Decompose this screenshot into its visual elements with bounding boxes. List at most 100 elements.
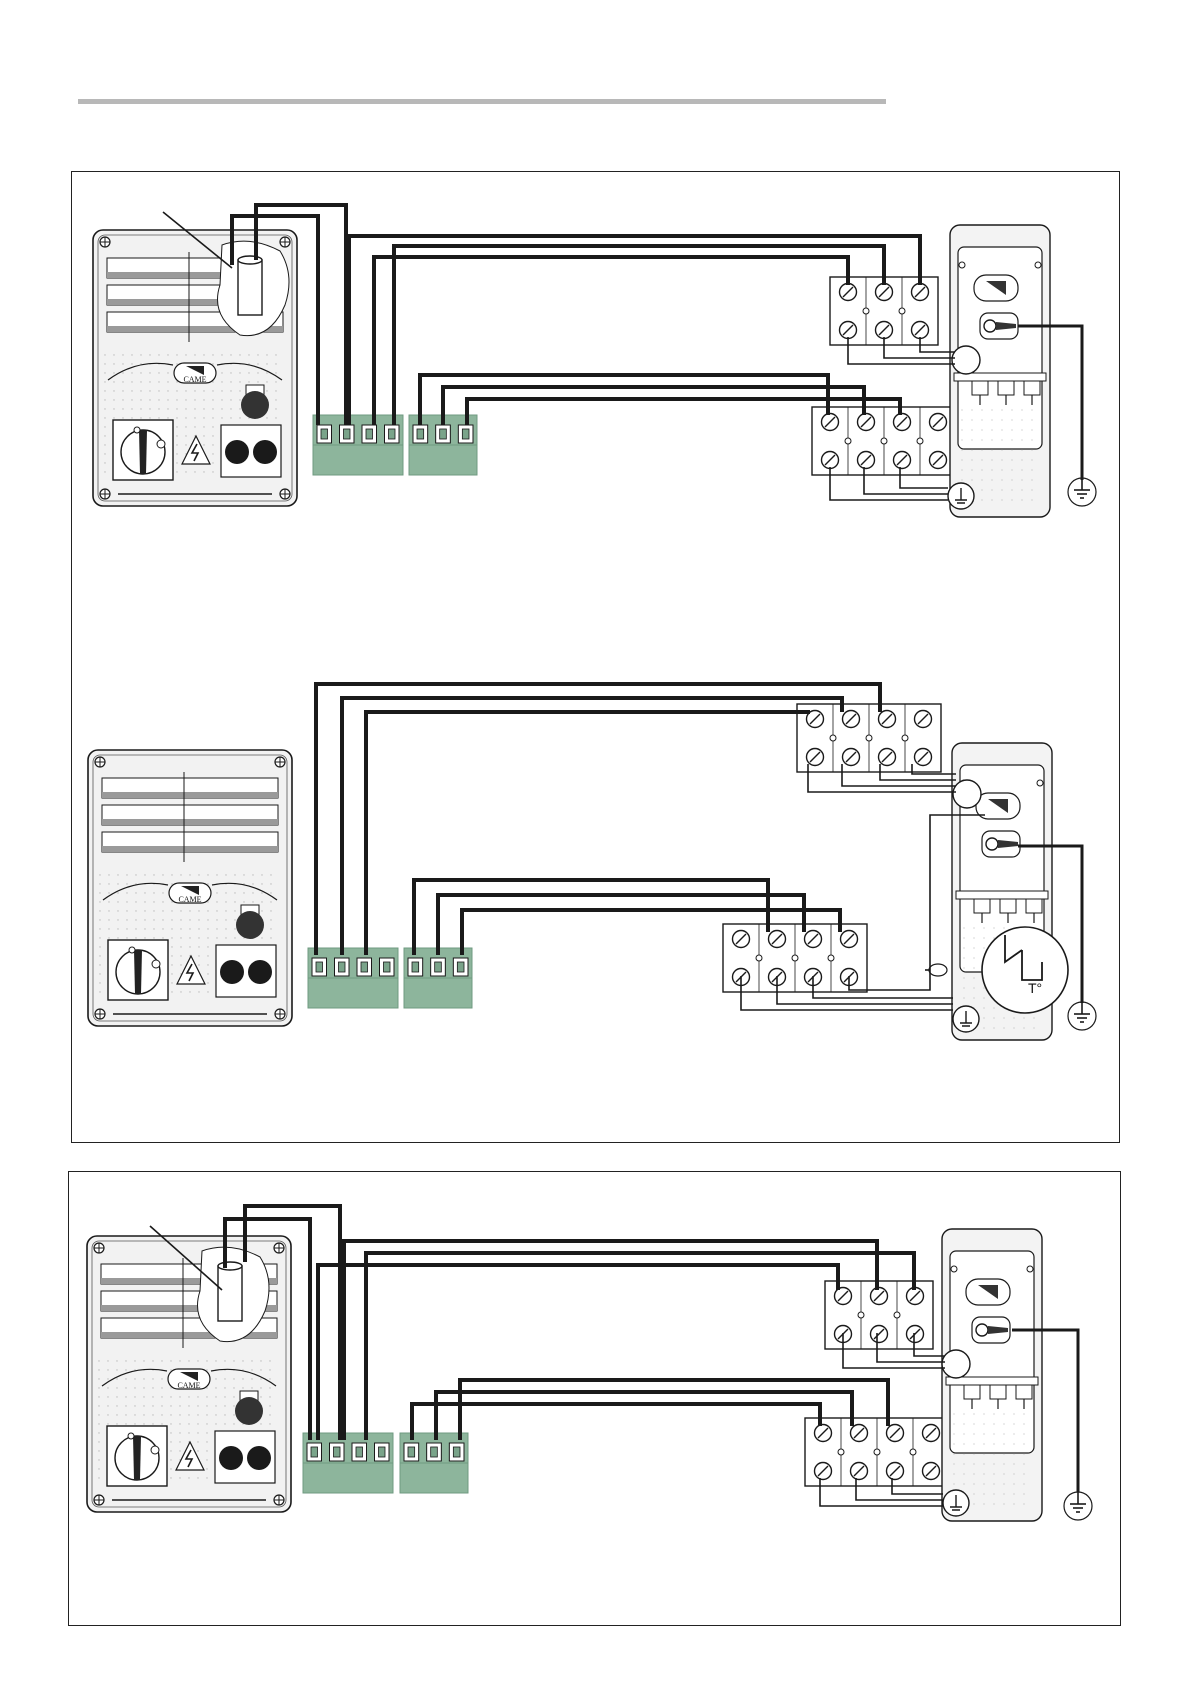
texture-dot: [189, 946, 190, 947]
texture-dot: [152, 1405, 153, 1406]
panel-slot-shadow: [102, 846, 278, 852]
texture-dot: [198, 964, 199, 965]
texture-dot: [206, 1441, 207, 1442]
texture-dot: [98, 1378, 99, 1379]
texture-dot: [224, 1423, 225, 1424]
texture-dot: [108, 919, 109, 920]
texture-dot: [179, 1450, 180, 1451]
terminal-clamp: [412, 962, 419, 972]
texture-dot: [99, 946, 100, 947]
texture-dot: [983, 1503, 984, 1504]
texture-dot: [198, 928, 199, 929]
texture-dot: [1031, 499, 1032, 500]
texture-dot: [149, 381, 150, 382]
texture-dot: [180, 910, 181, 911]
texture-dot: [152, 1396, 153, 1397]
texture-dot: [134, 1405, 135, 1406]
texture-dot: [179, 1441, 180, 1442]
terminal-clamp: [462, 429, 469, 439]
texture-dot: [185, 417, 186, 418]
texture-dot: [981, 439, 982, 440]
texture-dot: [140, 372, 141, 373]
texture-dot: [126, 919, 127, 920]
texture-dot: [108, 874, 109, 875]
terminal-clamp: [440, 429, 447, 439]
texture-dot: [1021, 439, 1022, 440]
texture-dot: [99, 955, 100, 956]
terminal-board-hole: [899, 308, 905, 314]
terminal-strip: [303, 1433, 393, 1493]
texture-dot: [225, 937, 226, 938]
screw-terminal-icon: [841, 931, 858, 948]
screw-terminal-icon: [840, 322, 857, 339]
texture-dot: [1023, 1443, 1024, 1444]
texture-dot: [185, 390, 186, 391]
texture-dot: [207, 937, 208, 938]
texture-dot: [269, 1369, 270, 1370]
texture-dot: [167, 408, 168, 409]
texture-dot: [104, 426, 105, 427]
texture-dot: [216, 928, 217, 929]
texture-dot: [149, 417, 150, 418]
texture-dot: [143, 1396, 144, 1397]
texture-dot: [981, 479, 982, 480]
texture-dot: [239, 354, 240, 355]
texture-dot: [98, 1423, 99, 1424]
texture-dot: [991, 419, 992, 420]
ground-connector-icon: [953, 1006, 979, 1032]
texture-dot: [206, 1468, 207, 1469]
texture-dot: [1031, 479, 1032, 480]
texture-dot: [963, 927, 964, 928]
motor-terminal-board: [812, 407, 956, 475]
texture-dot: [194, 426, 195, 427]
texture-dot: [152, 1414, 153, 1415]
texture-dot: [149, 354, 150, 355]
screw-terminal-icon: [879, 711, 896, 728]
texture-dot: [983, 937, 984, 938]
texture-dot: [212, 426, 213, 427]
texture-dot: [973, 957, 974, 958]
texture-dot: [104, 363, 105, 364]
texture-dot: [991, 489, 992, 490]
thermal-switch-icon: T°: [982, 927, 1068, 1013]
texture-dot: [176, 453, 177, 454]
texture-dot: [176, 462, 177, 463]
texture-dot: [260, 1378, 261, 1379]
texture-dot: [216, 919, 217, 920]
texture-dot: [275, 363, 276, 364]
screw-terminal-icon: [805, 931, 822, 948]
texture-dot: [176, 444, 177, 445]
texture-dot: [152, 1387, 153, 1388]
texture-dot: [171, 928, 172, 929]
texture-dot: [225, 901, 226, 902]
texture-dot: [116, 1423, 117, 1424]
texture-dot: [189, 910, 190, 911]
texture-dot: [113, 399, 114, 400]
texture-dot: [135, 919, 136, 920]
texture-dot: [98, 1441, 99, 1442]
texture-dot: [212, 444, 213, 445]
texture-dot: [1013, 1463, 1014, 1464]
texture-dot: [125, 1360, 126, 1361]
texture-dot: [113, 381, 114, 382]
texture-dot: [207, 910, 208, 911]
texture-dot: [122, 372, 123, 373]
texture-dot: [234, 901, 235, 902]
texture-dot: [125, 1423, 126, 1424]
texture-dot: [234, 892, 235, 893]
texture-dot: [99, 991, 100, 992]
texture-dot: [1001, 489, 1002, 490]
texture-dot: [963, 957, 964, 958]
texture-dot: [203, 390, 204, 391]
texture-dot: [261, 910, 262, 911]
texture-dot: [1003, 1463, 1004, 1464]
diagram-3: CAME: [87, 1206, 1092, 1521]
texture-dot: [230, 381, 231, 382]
push-button-open: [219, 1446, 243, 1470]
texture-dot: [961, 409, 962, 410]
terminal-strip: [404, 948, 472, 1008]
texture-dot: [234, 919, 235, 920]
screw-terminal-icon: [887, 1463, 904, 1480]
screw-terminal-icon: [815, 1463, 832, 1480]
texture-dot: [212, 354, 213, 355]
